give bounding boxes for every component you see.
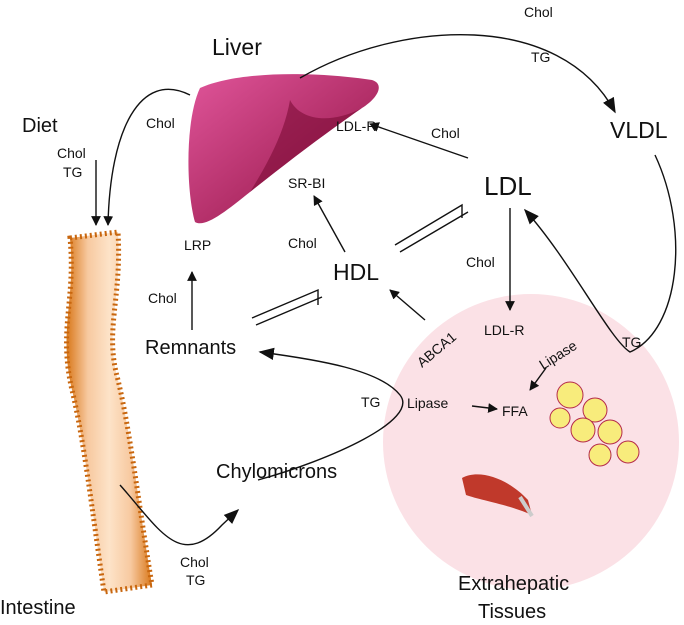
diet-tg-label: TG (63, 164, 82, 180)
sr-bi-label: SR-BI (288, 175, 325, 191)
liver-image (188, 74, 379, 224)
liver-label: Liver (212, 34, 262, 60)
diet-label: Diet (22, 115, 58, 137)
muscle-image (462, 474, 534, 518)
intestine-chol-label: Chol (180, 554, 209, 570)
remnants-label: Remnants (145, 337, 236, 359)
remnant-chol-label: Chol (148, 290, 177, 306)
intestine-tg-label: TG (186, 572, 205, 588)
ldl-label: LDL (484, 171, 532, 201)
liver-ldl-r-label: LDL-R (336, 118, 376, 134)
ldl-down-chol-label: Chol (466, 254, 495, 270)
hdl-chol-label: Chol (288, 235, 317, 251)
pathway-arrows (91, 33, 677, 546)
ffa-label: FFA (502, 403, 528, 419)
top-tg-label: TG (531, 49, 550, 65)
diet-chol-label: Chol (57, 145, 86, 161)
adipocytes-image (549, 381, 640, 467)
top-chol-label: Chol (524, 4, 553, 20)
tissues-label: Tissues (478, 601, 546, 623)
vldl-tg-label: TG (622, 334, 641, 350)
vldl-label: VLDL (610, 117, 668, 143)
intestine-label: Intestine (0, 597, 76, 619)
ldl-chol-label: Chol (431, 125, 460, 141)
lrp-label: LRP (184, 237, 211, 253)
chylomicrons-label: Chylomicrons (216, 461, 337, 483)
liver-chol-label: Chol (146, 115, 175, 131)
chylo-tg-label: TG (361, 394, 380, 410)
intestine-image (64, 229, 155, 595)
extrahepatic-tissue-circle (383, 294, 679, 590)
tissue-ldl-r-label: LDL-R (484, 322, 524, 338)
extrahepatic-label: Extrahepatic (458, 573, 569, 595)
lipase-left-label: Lipase (407, 395, 448, 411)
hdl-label: HDL (333, 259, 379, 285)
